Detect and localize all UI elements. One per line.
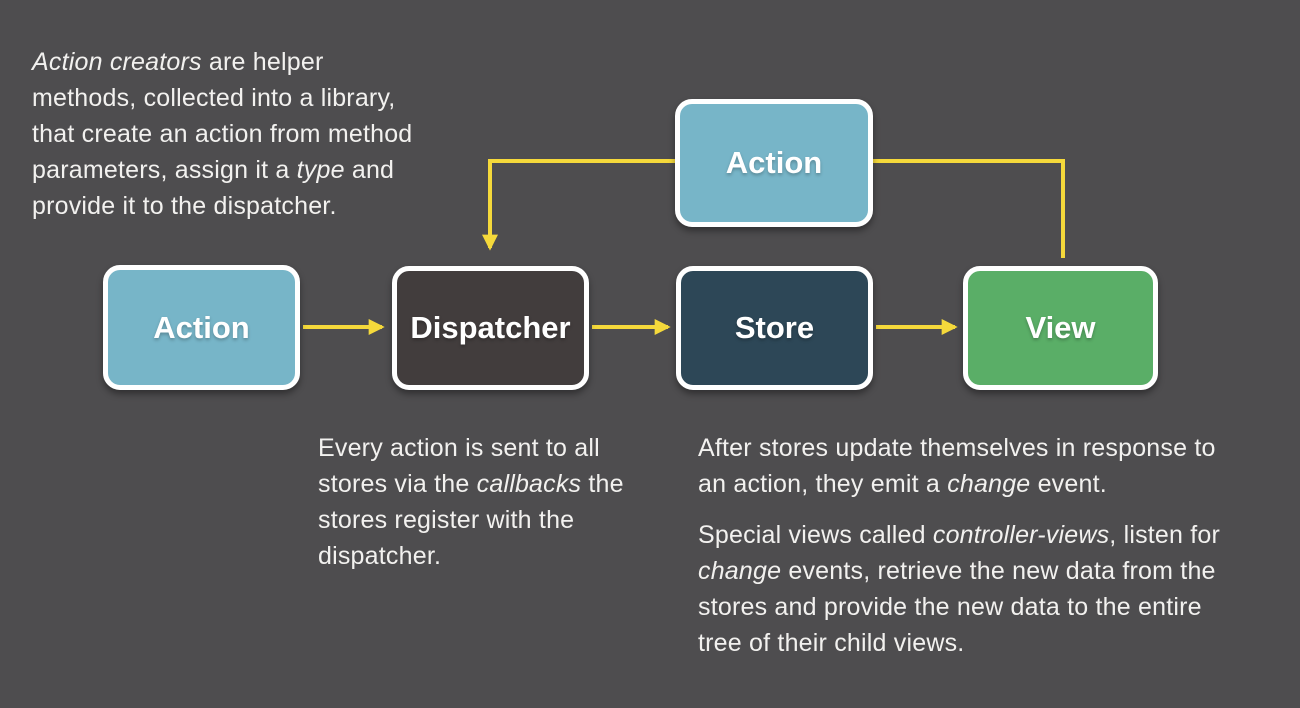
- note-text: stores register with the: [318, 506, 575, 534]
- text-line: that create an action from method: [32, 116, 412, 152]
- note-text: events, retrieve the new data from the: [781, 557, 1216, 585]
- note-text: Every action is sent to all: [318, 434, 600, 462]
- text-line: After stores update themselves in respon…: [698, 430, 1216, 466]
- note-text: the: [581, 470, 624, 498]
- store-box: Store: [676, 266, 873, 390]
- text-line: stores via the callbacks the: [318, 466, 624, 502]
- dispatcher-box-label: Dispatcher: [410, 310, 571, 345]
- text-line: an action, they emit a change event.: [698, 466, 1216, 502]
- note-text: parameters, assign it a: [32, 156, 297, 184]
- text-line: stores register with the: [318, 502, 624, 538]
- note-text-italic: type: [296, 156, 345, 184]
- text-line: tree of their child views.: [698, 625, 1220, 661]
- note-text-italic: change: [698, 557, 782, 585]
- note-text: Special views called: [698, 521, 933, 549]
- note-text-italic: Action creators: [32, 48, 202, 76]
- view-box: View: [963, 266, 1158, 390]
- text-line: Special views called controller-views, l…: [698, 517, 1220, 553]
- note-text: stores and provide the new data to the e…: [698, 593, 1202, 621]
- note-text: event.: [1030, 470, 1107, 498]
- text-line: change events, retrieve the new data fro…: [698, 553, 1220, 589]
- note-text: methods, collected into a library,: [32, 84, 396, 112]
- text-line: parameters, assign it a type and: [32, 152, 412, 188]
- note-text: and: [344, 156, 395, 184]
- text-line: Every action is sent to all: [318, 430, 624, 466]
- text-line: methods, collected into a library,: [32, 80, 412, 116]
- action-box-top-label: Action: [725, 145, 823, 180]
- view-box-label: View: [1025, 310, 1096, 345]
- note-text: provide it to the dispatcher.: [32, 192, 337, 220]
- dispatcher-note: Every action is sent to all stores via t…: [318, 430, 624, 574]
- action-box: Action: [103, 265, 300, 390]
- store-box-label: Store: [734, 310, 815, 345]
- note-text: are helper: [201, 48, 324, 76]
- note-text: an action, they emit a: [698, 470, 948, 498]
- note-text: , listen for: [1109, 521, 1221, 549]
- text-line: Action creators are helper: [32, 44, 412, 80]
- note-text: After stores update themselves in respon…: [698, 434, 1216, 462]
- note-text: that create an action from method: [32, 120, 413, 148]
- text-line: dispatcher.: [318, 538, 624, 574]
- note-text: stores via the: [318, 470, 477, 498]
- arrow-view-to-action: [873, 159, 1065, 258]
- note-text-italic: callbacks: [476, 470, 582, 498]
- note-text-italic: controller-views: [932, 521, 1110, 549]
- note-text: dispatcher.: [318, 542, 442, 570]
- action-creators-note: Action creators are helper methods, coll…: [32, 44, 412, 224]
- text-line: stores and provide the new data to the e…: [698, 589, 1220, 625]
- note-text: tree of their child views.: [698, 629, 965, 657]
- store-change-note: After stores update themselves in respon…: [698, 430, 1216, 502]
- action-box-label: Action: [153, 309, 250, 345]
- text-line: provide it to the dispatcher.: [32, 188, 412, 224]
- arrow-action-to-dispatcher-elbow: [482, 159, 675, 251]
- note-text-italic: change: [947, 470, 1031, 498]
- controller-views-note: Special views called controller-views, l…: [698, 517, 1220, 661]
- action-box-top: Action: [675, 99, 873, 227]
- dispatcher-box: Dispatcher: [392, 266, 589, 390]
